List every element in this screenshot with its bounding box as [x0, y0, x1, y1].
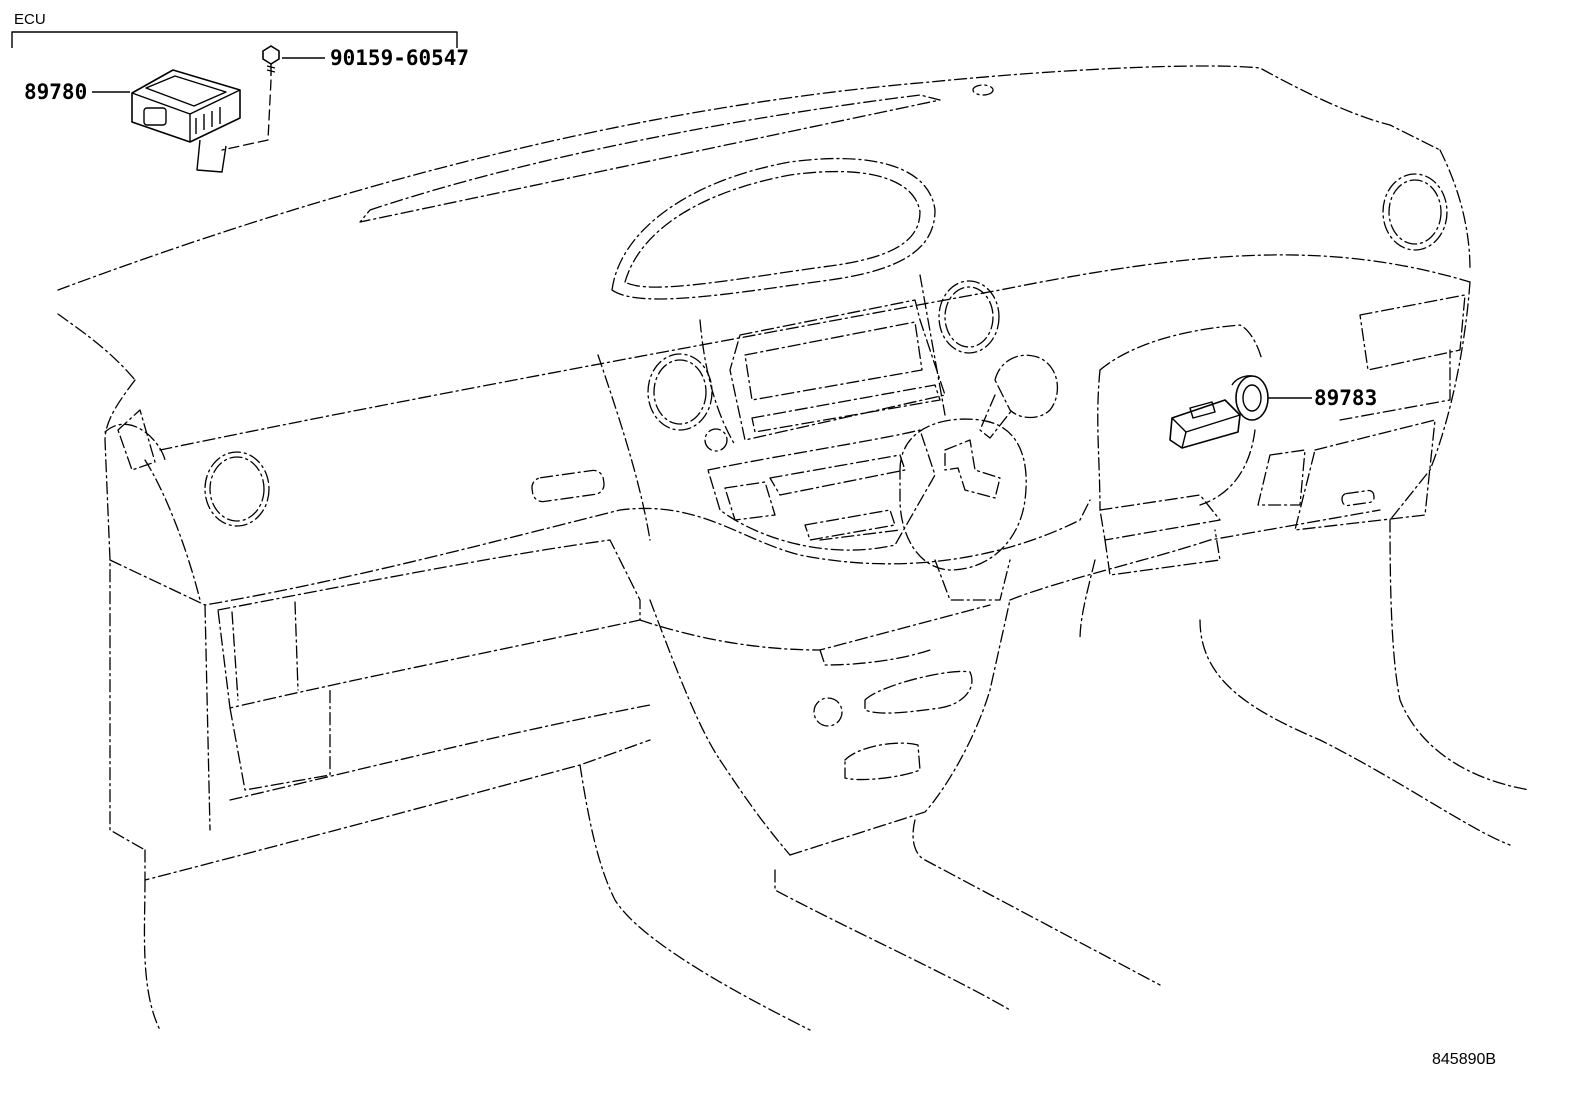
callout-90159: 90159-60547	[282, 46, 469, 70]
callout-89783: 89783	[1268, 386, 1377, 410]
dashboard-outline-icon	[57, 65, 1531, 1031]
ecu-group-label: ECU	[14, 11, 46, 28]
part-number-89783: 89783	[1314, 386, 1377, 410]
drawing-reference-code: 845890B	[1432, 1051, 1496, 1068]
bolt-leader	[221, 79, 272, 151]
part-number-89780: 89780	[24, 80, 87, 104]
callout-89780: 89780	[24, 80, 130, 104]
part-number-90159-60547: 90159-60547	[330, 46, 469, 70]
ecu-group-bracket: ECU	[11, 11, 458, 48]
ecu-module-icon[interactable]	[131, 69, 241, 173]
bolt-icon[interactable]	[262, 45, 280, 76]
